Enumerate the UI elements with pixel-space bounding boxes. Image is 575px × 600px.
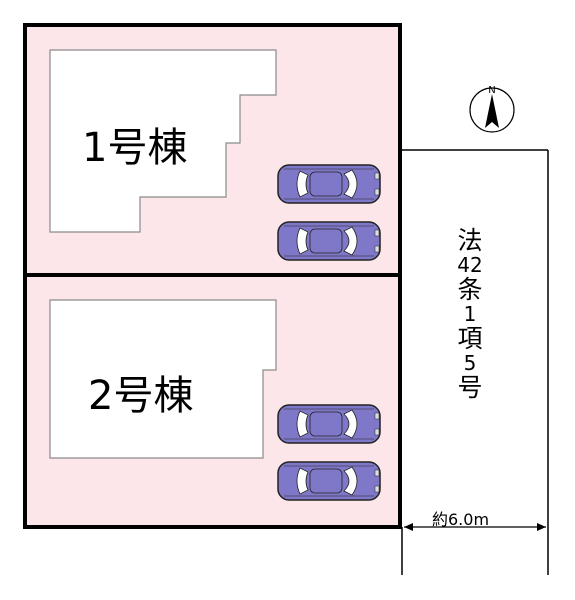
road-width-label: 約6.0m [432, 510, 490, 529]
car-icon [277, 221, 381, 261]
north-label: N [488, 85, 495, 96]
road-char-2: 42 [457, 253, 483, 277]
road-char-3: 条 [457, 275, 483, 304]
road-char-7: 号 [457, 373, 483, 402]
car-icon [277, 461, 381, 501]
parking-cars [277, 164, 381, 501]
building-1-label: 1号棟 [82, 125, 188, 171]
building-2-footprint [49, 299, 277, 459]
road-char-1: 法 [457, 226, 483, 255]
north-arrow-icon: N [469, 85, 515, 133]
car-icon [277, 404, 381, 444]
road-char-6: 5 [463, 351, 477, 375]
building-1-footprint [49, 49, 277, 233]
road-char-4: 1 [463, 302, 477, 326]
building-2-label: 2号棟 [88, 373, 194, 419]
road-width-dimension [404, 523, 546, 531]
road-designation-label: 法 42 条 1 項 5 号 [448, 228, 492, 402]
car-icon [277, 164, 381, 204]
road-char-5: 項 [457, 324, 483, 353]
